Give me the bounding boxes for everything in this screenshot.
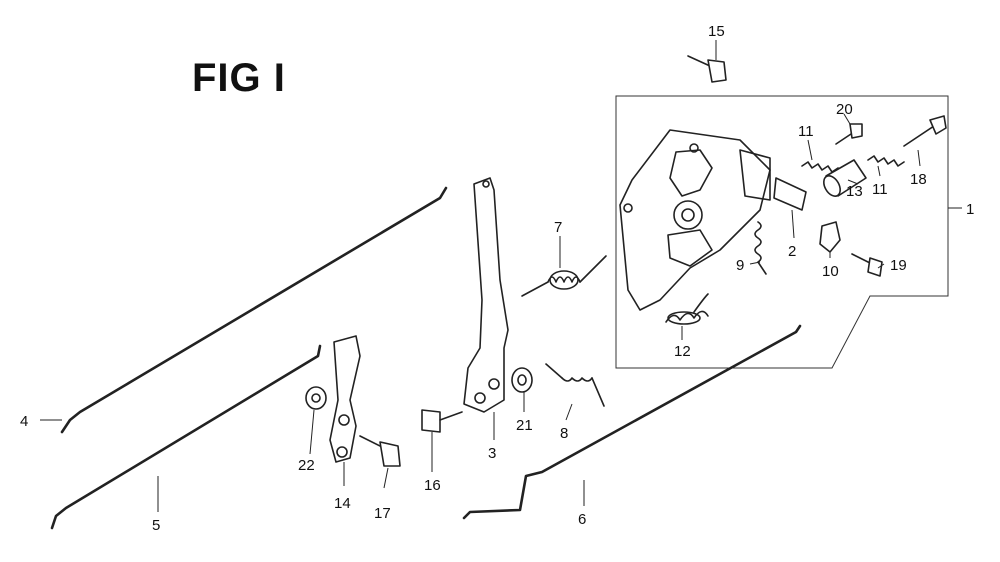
callout-12: 12 — [674, 343, 691, 360]
callout-16: 16 — [424, 477, 441, 494]
assembly-frame — [615, 95, 949, 369]
bolt-part-15 — [687, 55, 727, 83]
figure-title: FIG I — [192, 56, 286, 100]
callout-11-left: 11 — [798, 123, 814, 140]
arm-part-14 — [329, 335, 361, 463]
sleeve-part-13 — [823, 159, 867, 197]
bracket-part-2 — [773, 177, 807, 211]
callout-20: 20 — [836, 101, 853, 118]
callout-22: 22 — [298, 457, 315, 474]
callout-13: 13 — [846, 183, 863, 200]
spring-part-9 — [754, 221, 767, 275]
callout-8: 8 — [560, 425, 568, 442]
screw-part-20 — [835, 123, 863, 145]
pin-part-16 — [421, 409, 463, 433]
callout-7: 7 — [554, 219, 562, 236]
callout-17: 17 — [374, 505, 391, 522]
callout-10: 10 — [822, 263, 839, 280]
spring-part-12 — [665, 293, 709, 325]
bolt-part-19 — [851, 253, 883, 277]
lever-part-3 — [463, 177, 509, 413]
callout-11-right: 11 — [872, 181, 888, 198]
spring-part-11-right — [867, 155, 905, 167]
callout-14: 14 — [334, 495, 351, 512]
bolt-part-17 — [359, 435, 401, 467]
rod-part-6 — [462, 324, 802, 520]
callout-5: 5 — [152, 517, 160, 534]
callout-15: 15 — [708, 23, 725, 40]
callout-4: 4 — [20, 413, 28, 430]
callout-21: 21 — [516, 417, 533, 434]
callout-19: 19 — [890, 257, 907, 274]
bolt-part-18 — [903, 115, 947, 147]
control-base-plate — [619, 129, 771, 311]
rod-part-5 — [50, 344, 322, 530]
clip-part-10 — [819, 221, 841, 253]
callout-1: 1 — [966, 201, 974, 218]
leader-lines — [40, 40, 962, 512]
callout-9: 9 — [736, 257, 744, 274]
rod-part-4 — [60, 186, 448, 434]
spring-part-7 — [521, 255, 607, 297]
callout-2: 2 — [788, 243, 796, 260]
callout-6: 6 — [578, 511, 586, 528]
washer-part-22 — [305, 386, 327, 410]
washer-part-21 — [511, 367, 533, 393]
callout-3: 3 — [488, 445, 496, 462]
spring-part-8 — [545, 363, 605, 407]
callout-18: 18 — [910, 171, 927, 188]
